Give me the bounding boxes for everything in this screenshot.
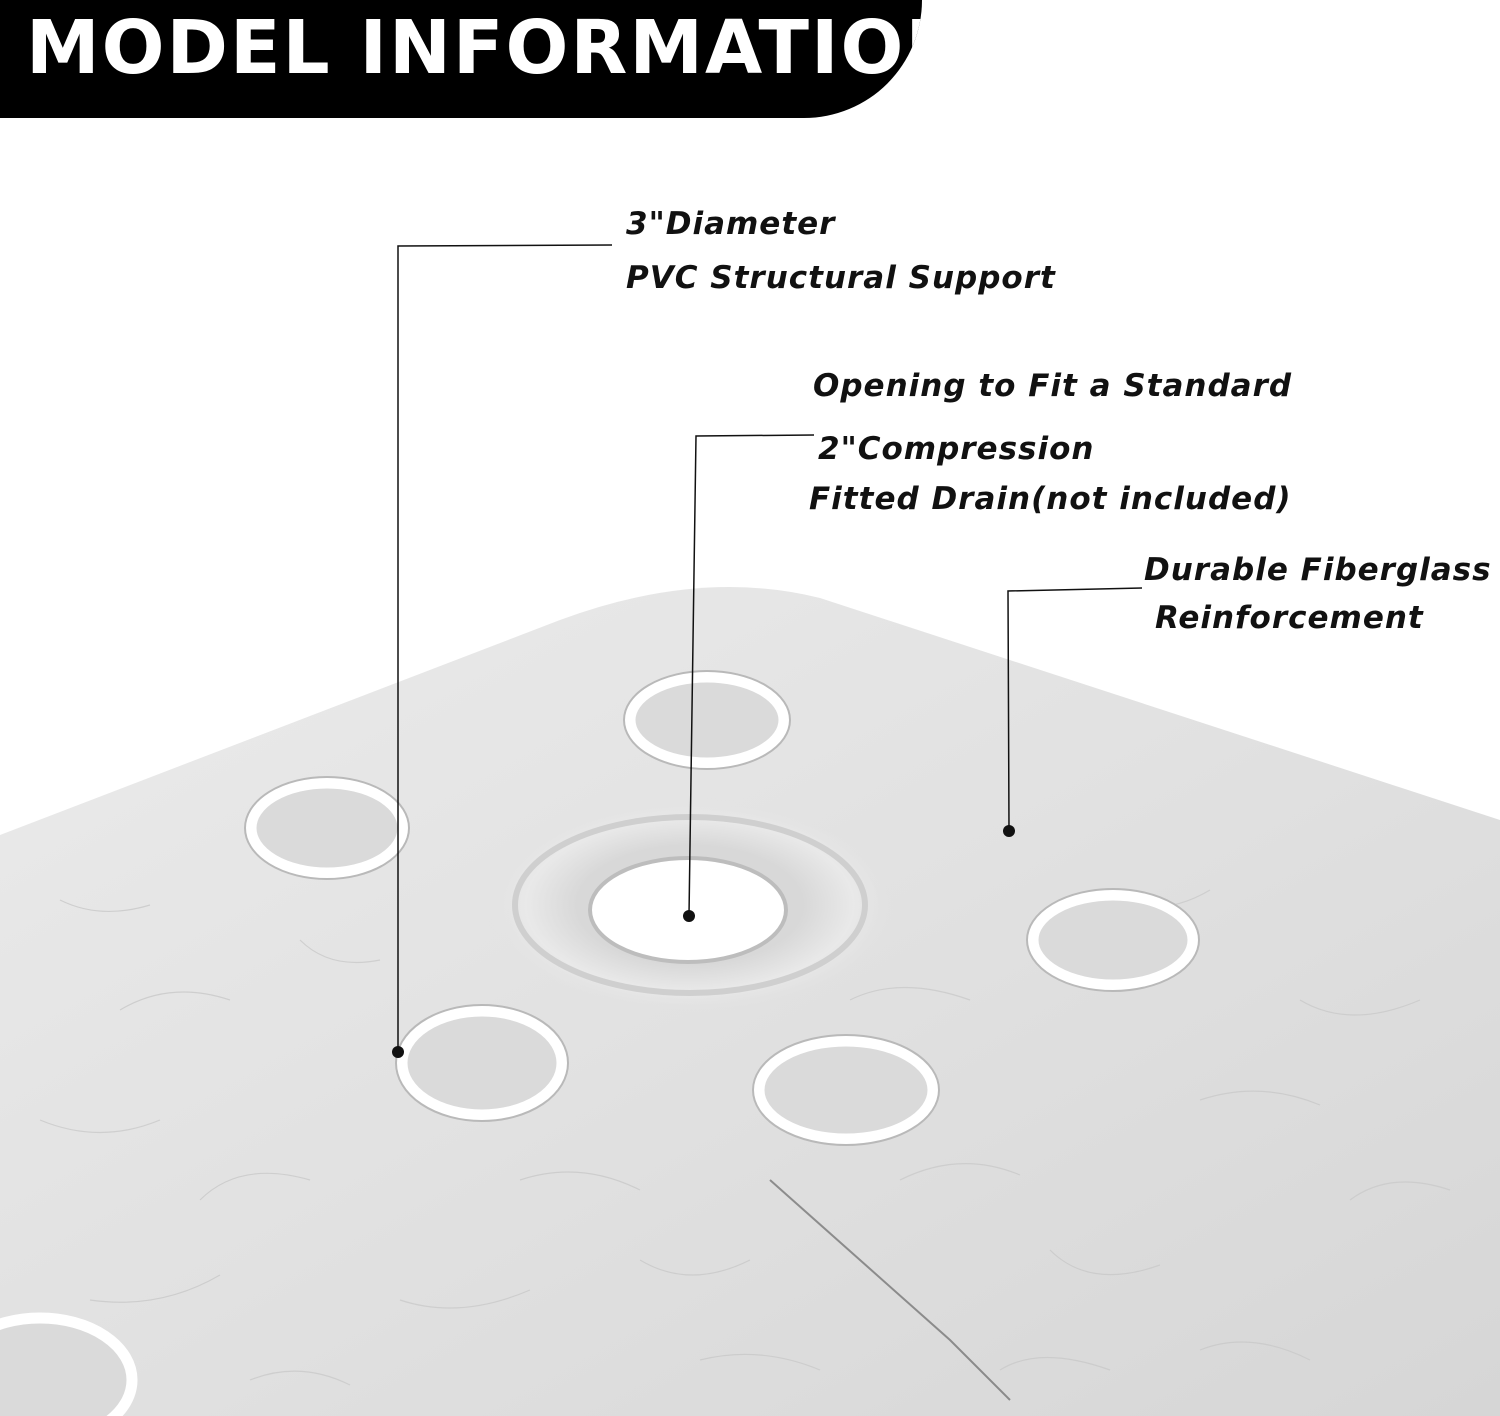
pvc-ring <box>396 1005 568 1121</box>
pvc-ring <box>245 777 409 879</box>
leader-line-drain <box>688 434 815 916</box>
pvc-ring <box>1027 889 1199 991</box>
leader-dot <box>683 910 695 922</box>
pvc-support-rings <box>0 671 1199 1416</box>
leader-lines <box>397 244 1143 1052</box>
callout-drain-line3: Fitted Drain(not included) <box>809 481 1292 517</box>
pvc-ring <box>624 671 790 769</box>
leader-line-fiberglass <box>1007 587 1143 831</box>
pvc-ring <box>753 1035 939 1145</box>
banner-title: MODEL INFORMATION <box>26 5 922 91</box>
callout-drain-line1: Opening to Fit a Standard <box>813 368 1293 404</box>
title-banner: MODEL INFORMATION <box>0 0 922 118</box>
callout-drain-line2: 2"Compression <box>818 431 1095 467</box>
panel-seam <box>769 1179 1011 1401</box>
pvc-ring <box>0 1312 138 1416</box>
callout-pvc-line2: PVC Structural Support <box>626 260 1056 296</box>
callout-fiberglass-line2: Reinforcement <box>1155 600 1424 636</box>
leader-line-pvc <box>397 244 613 1052</box>
fiber-texture <box>39 889 1451 1386</box>
drain-opening <box>588 856 788 964</box>
leader-dot <box>392 1046 404 1058</box>
callout-pvc-line1: 3"Diameter <box>626 206 836 242</box>
callout-fiberglass-line1: Durable Fiberglass <box>1144 552 1492 588</box>
leader-dot <box>1003 825 1015 837</box>
